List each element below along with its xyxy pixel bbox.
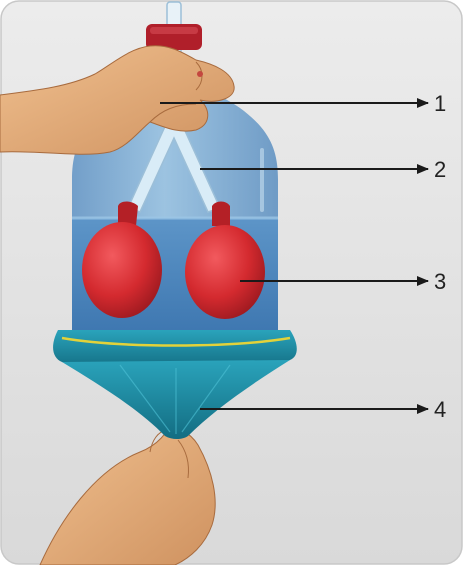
right-balloon: [185, 225, 265, 319]
label-number-4: 4: [434, 397, 446, 422]
balloons: [82, 201, 265, 319]
label-pointers: 1 2 3 4: [160, 91, 446, 422]
rubber-sheet-diaphragm: [53, 330, 297, 439]
left-balloon: [82, 222, 162, 318]
rubber-stopper: [146, 24, 202, 50]
label-number-1: 1: [434, 91, 446, 116]
label-number-3: 3: [434, 269, 446, 294]
label-number-2: 2: [434, 157, 446, 182]
top-hand: [0, 45, 235, 155]
